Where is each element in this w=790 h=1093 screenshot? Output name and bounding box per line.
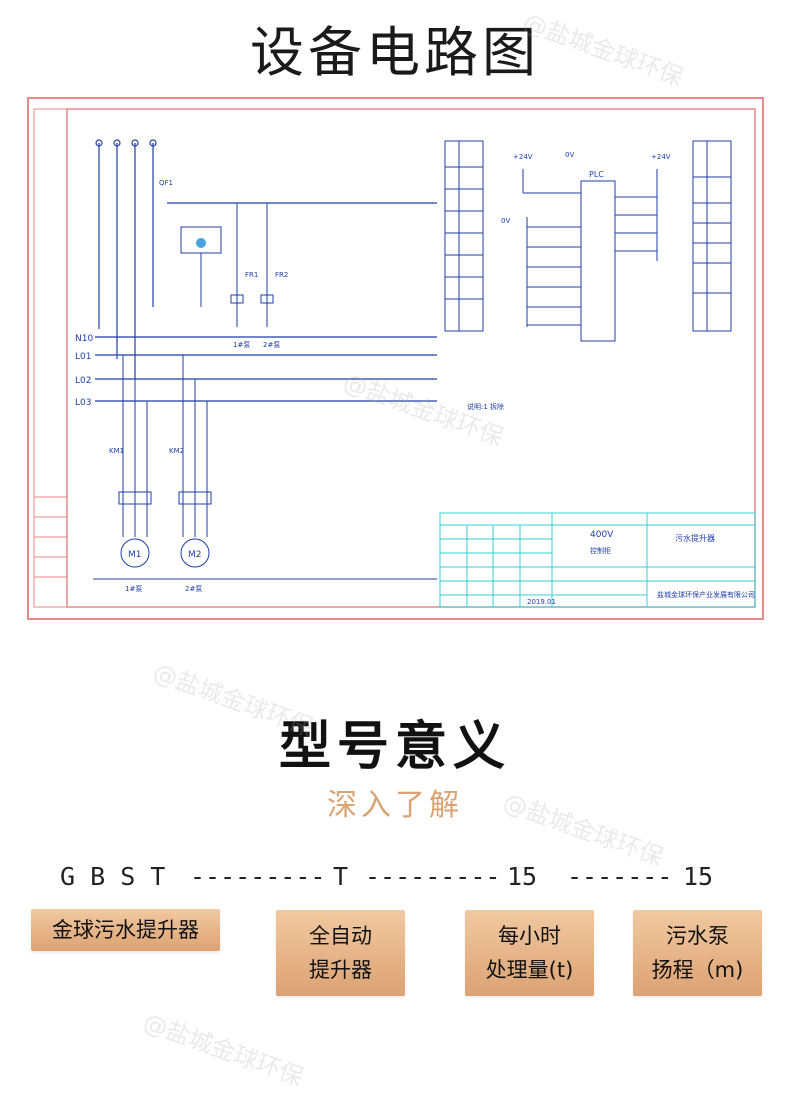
title-block-date: 2019.01 [527,598,556,606]
phase-lines [95,139,157,380]
pump-label-bottom-2: 2#泵 [185,585,202,593]
motor-m2 [180,538,210,568]
voltage-label-left: +24V [513,153,533,161]
zero-v-label-1: 0V [565,151,574,159]
relay-label-1: FR1 [245,271,258,279]
busbar-label-l02: L02 [75,376,91,386]
circuit-diagram: N10 L01 L02 L03 QF1 FR1 FR2 1#泵 2#泵 M1 [27,97,764,620]
motor-m1 [120,538,150,568]
code-t: T [333,862,349,891]
title-block [439,512,756,608]
title-block-company: 盐城金球环保产业发展有限公司 [657,590,755,599]
breaker-label: QF1 [159,179,173,187]
watermark: @盐城金球环保 [139,1007,307,1092]
meaning-box-brand-text: 金球污水提升器 [52,918,199,942]
code-num-2: 15 [683,862,714,891]
motor-label-2: M2 [188,550,202,560]
pump-label-top-1: 1#泵 [233,341,250,349]
meaning-box-brand: 金球污水提升器 [31,909,220,951]
page-title: 设备电路图 [250,21,540,84]
plc-block [522,169,658,342]
code-dash-2: --------- [365,862,501,891]
terminal-strip-2 [692,140,732,332]
voltage-label-right: +24V [651,153,671,161]
code-gbst: G B S T [60,862,166,891]
left-strip [33,108,68,608]
contactor-label-1: KM1 [109,447,124,455]
title-block-voltage: 400V [590,530,614,540]
zero-v-label-2: 0V [501,217,510,225]
busbar-label-l01: L01 [75,352,91,362]
contactor-label-2: KM2 [169,447,184,455]
pump-label-bottom-1: 1#泵 [125,585,142,593]
meaning-box-head-line2: 扬程（m) [651,958,744,982]
meaning-box-capacity-line2: 处理量(t) [485,958,574,982]
plc-label: PLC [589,170,604,179]
meaning-box-capacity-line1: 每小时 [498,924,561,948]
relay-label-2: FR2 [275,271,288,279]
model-subheading: 深入了解 [327,788,463,823]
code-dash-3: ------- [567,862,673,891]
title-block-sub: 控制柜 [590,546,611,555]
diagram-note: 说明:1 拆除 [467,402,504,411]
meaning-box-auto-line1: 全自动 [309,924,372,948]
meaning-box-head: 污水泵 扬程（m) [633,910,762,996]
busbar-label-l03: L03 [75,398,91,408]
circuit-diagram-svg: N10 L01 L02 L03 QF1 FR1 FR2 1#泵 2#泵 M1 [27,97,764,620]
terminal-strip-1 [444,140,484,332]
meaning-box-capacity: 每小时 处理量(t) [465,910,594,996]
model-heading: 型号意义 [278,717,511,777]
title-block-name: 污水提升器 [675,533,715,543]
code-num-1: 15 [507,862,538,891]
motor-label-1: M1 [128,550,142,560]
outer-frame [27,97,764,620]
pump-label-top-2: 2#泵 [263,341,280,349]
meaning-box-auto: 全自动 提升器 [276,910,405,996]
meaning-box-head-line1: 污水泵 [666,924,729,948]
meaning-box-auto-line2: 提升器 [309,958,372,982]
code-dash-1: --------- [190,862,326,891]
busbar-label-n10: N10 [75,334,93,344]
